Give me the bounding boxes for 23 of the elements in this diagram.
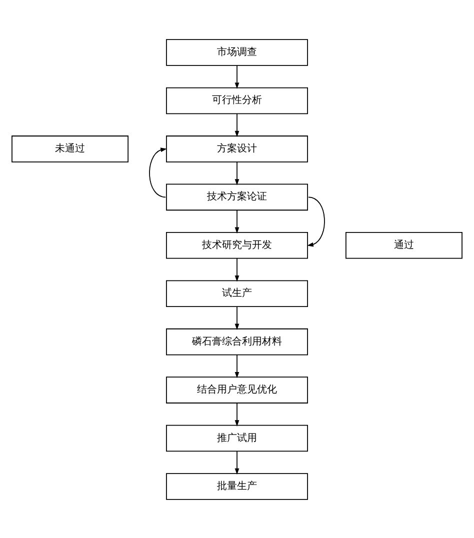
- arrow: [234, 306, 240, 330]
- node-box: 技术研究与开发: [166, 232, 308, 258]
- node-box: 市场调查: [166, 38, 308, 66]
- node-box: 技术方案论证: [166, 183, 308, 210]
- node-box: 磷石膏综合利用材料: [166, 328, 308, 355]
- node-box: 结合用户意见优化: [166, 376, 308, 403]
- arrow: [234, 258, 240, 282]
- node-box: 可行性分析: [166, 86, 308, 114]
- arrow: [234, 209, 240, 234]
- node-box: 批量生产: [166, 472, 308, 500]
- arrow: [149, 147, 167, 198]
- arrow: [234, 354, 240, 378]
- node-box: 未通过: [12, 135, 129, 162]
- node-box: 试生产: [166, 280, 308, 306]
- node-box: 方案设计: [166, 135, 308, 162]
- arrow: [234, 161, 240, 185]
- arrow: [234, 450, 240, 474]
- arrow: [234, 64, 240, 88]
- arrow: [307, 196, 325, 246]
- node-box: 推广试用: [166, 424, 308, 452]
- arrow: [234, 112, 240, 137]
- node-box: 通过: [345, 232, 462, 258]
- arrow: [234, 402, 240, 426]
